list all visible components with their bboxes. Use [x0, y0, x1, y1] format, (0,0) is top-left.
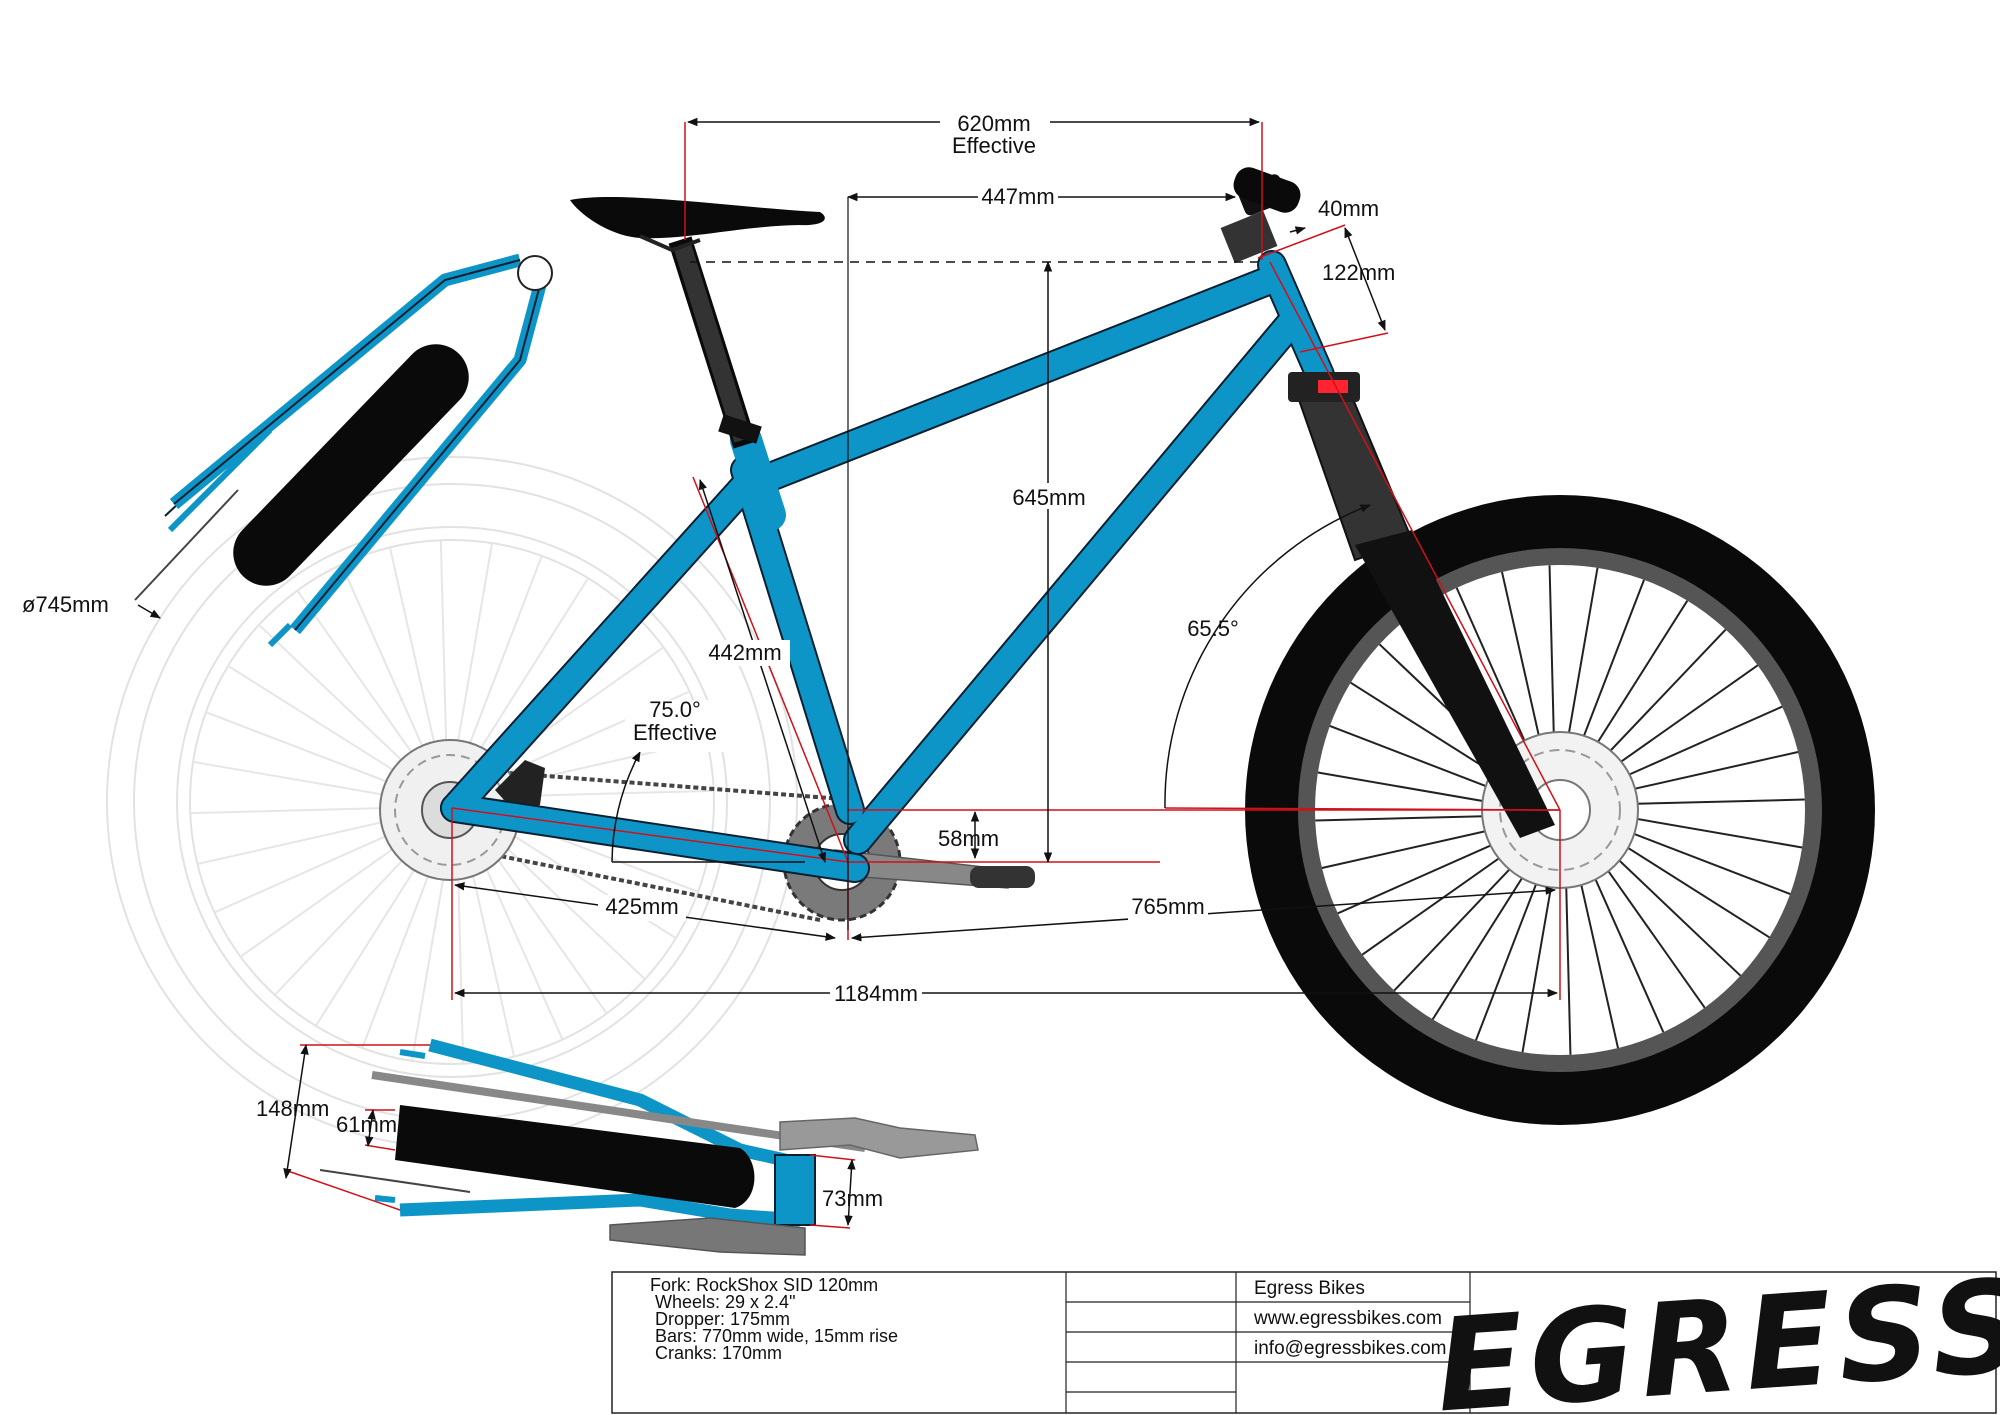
fork: [1288, 372, 1555, 838]
title-block: Fork: RockShox SID 120mm Wheels: 29 x 2.…: [611, 1251, 2000, 1415]
rear-triangle-detail: [134, 253, 553, 648]
seatpost: [668, 236, 762, 449]
company-name: Egress Bikes: [1254, 1278, 1365, 1299]
seat-tube-value: 442mm: [708, 640, 781, 665]
tyre-clearance-value: 61mm: [336, 1112, 397, 1137]
wheel-diameter-value: ø745mm: [22, 592, 109, 617]
effective-top-tube-value: 620mm: [957, 111, 1030, 136]
stack-value: 645mm: [1012, 485, 1085, 510]
spec-dropper: Dropper: 175mm: [655, 1309, 790, 1329]
spec-fork: Fork: RockShox SID 120mm: [650, 1275, 878, 1295]
spec-cranks: Cranks: 170mm: [655, 1343, 782, 1363]
bb-drop-value: 58mm: [938, 826, 999, 851]
head-tube-length-value: 122mm: [1322, 260, 1395, 285]
seat-angle-note: Effective: [633, 720, 717, 745]
company-email[interactable]: info@egressbikes.com: [1254, 1338, 1446, 1359]
bb-shell-width-value: 73mm: [822, 1186, 883, 1211]
reach-value: 447mm: [981, 184, 1054, 209]
seat-angle-value: 75.0°: [649, 697, 701, 722]
head-angle-value: 65.5°: [1187, 616, 1239, 641]
geometry-reference-lines: [284, 122, 1561, 1229]
spec-bars: Bars: 770mm wide, 15mm rise: [655, 1326, 898, 1346]
company-website[interactable]: www.egressbikes.com: [1253, 1308, 1442, 1329]
front-center-value: 765mm: [1131, 894, 1204, 919]
dimension-labels: 620mm Effective 447mm 40mm 122mm 645mm 4…: [22, 111, 1395, 1211]
wheelbase-value: 1184mm: [834, 981, 918, 1006]
chainstay-value: 425mm: [605, 894, 678, 919]
rear-derailleur: [495, 760, 545, 812]
top-view-detail: [319, 1038, 979, 1256]
stem-length-value: 40mm: [1318, 196, 1379, 221]
saddle: [570, 197, 825, 239]
red-headset-badge: [1318, 380, 1348, 393]
effective-top-tube-note: Effective: [952, 133, 1036, 158]
handlebar-grip: [1233, 167, 1301, 213]
spec-wheels: Wheels: 29 x 2.4": [655, 1292, 795, 1312]
rear-spacing-value: 148mm: [256, 1096, 329, 1121]
pedal: [970, 866, 1035, 888]
saddle-rails: [639, 234, 701, 253]
